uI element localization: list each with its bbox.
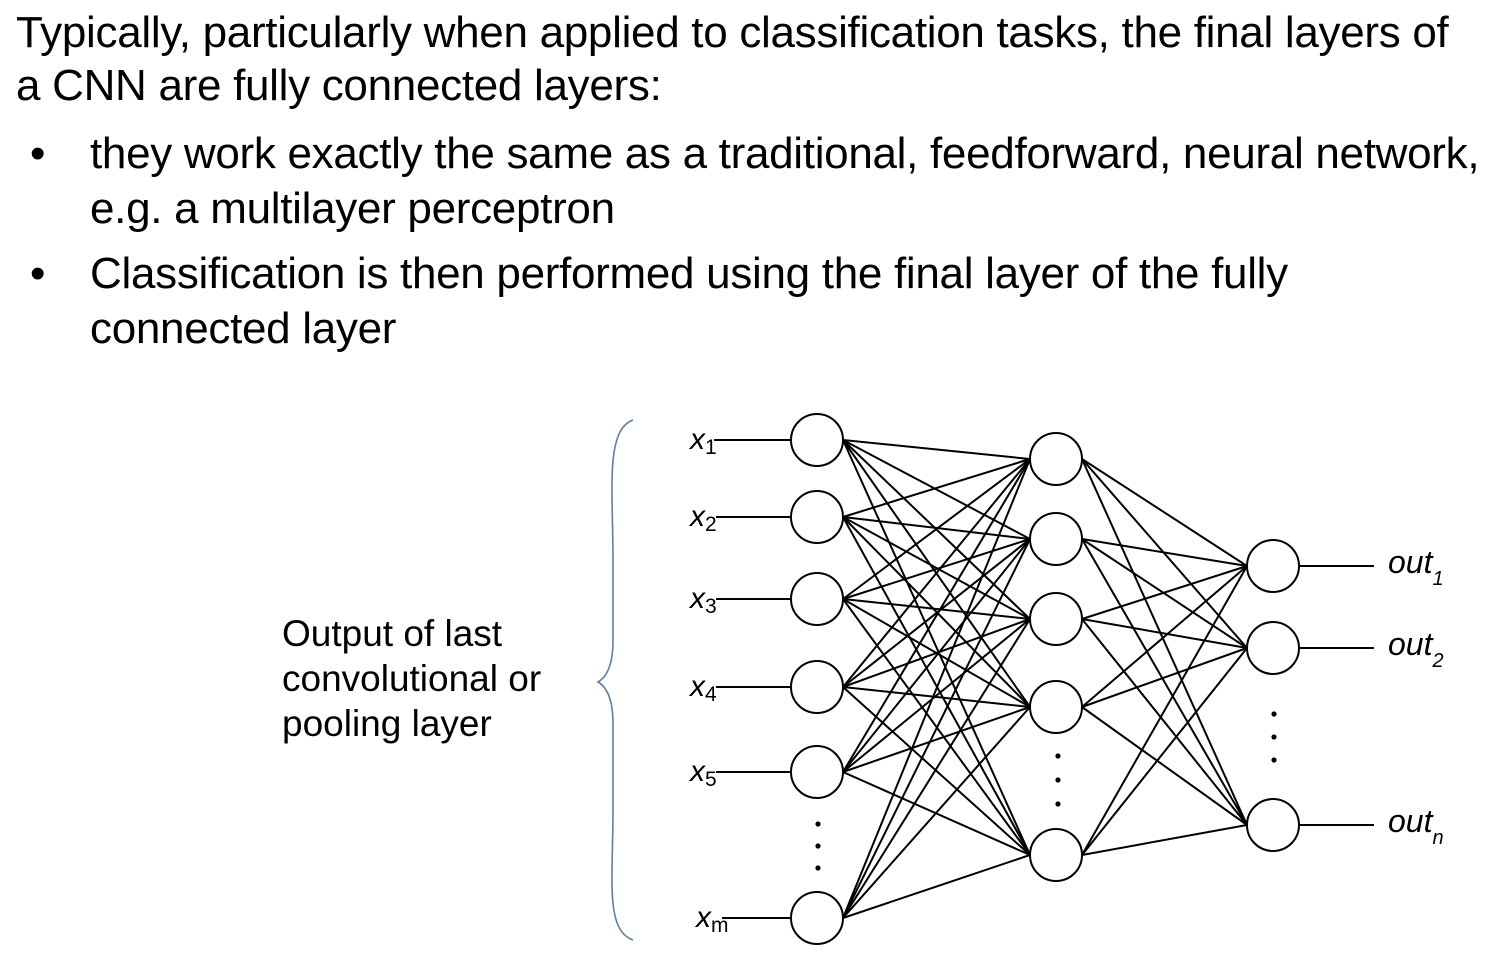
connection-line [842,439,1031,540]
connection-line [1081,706,1248,826]
connection-line [1081,538,1248,826]
output-label: outn [1388,803,1444,849]
connection-line [842,538,1031,688]
ellipsis-dot [815,843,821,849]
connection-edges [714,439,1374,919]
input-node [790,660,844,714]
bullet-list: • they work exactly the same as a tradit… [0,126,1480,366]
connection-line [842,538,1031,600]
connection-line [842,686,1031,708]
connection-line [1081,618,1248,826]
connection-line [842,458,1031,773]
connection-line [842,706,1031,773]
connection-line [842,618,1031,919]
input-label: x2 [688,500,717,536]
connection-line [1081,647,1248,708]
hidden-node [1029,592,1083,646]
connection-line [842,439,1031,856]
connection-line [842,458,1031,688]
hidden-node [1029,828,1083,882]
connection-line [842,618,1031,773]
connection-line [1081,647,1248,856]
connection-line [842,538,1031,919]
connection-line [1081,565,1248,620]
connection-line [1081,458,1248,567]
connection-line [842,686,1031,856]
bullet-dot-icon: • [30,129,46,178]
output-node [1246,798,1300,852]
connection-line [1081,618,1248,649]
connection-line [842,618,1031,688]
output-label: out1 [1388,544,1444,590]
network-labels: x1 x2 x3 x4 x5 xm out1 out2 outn [688,423,1444,937]
output-node [1246,539,1300,593]
output-node [1246,621,1300,675]
connection-line [842,598,1031,620]
ellipsis-dot [1271,711,1277,717]
connection-line [1081,538,1248,567]
bullet-text: they work exactly the same as a traditio… [90,129,1480,233]
input-node [790,490,844,544]
ellipsis-dot [1271,757,1277,763]
bullet-item: • Classification is then performed using… [0,246,1480,356]
ellipsis-dot [1055,753,1061,759]
output-label: out2 [1388,626,1444,672]
ellipsis-dot [815,821,821,827]
connection-line [1081,458,1248,826]
hidden-node [1029,432,1083,486]
connection-line [1081,565,1248,708]
ellipsis-dot [815,865,821,871]
ellipsis-dot [1055,777,1061,783]
bullet-item: • they work exactly the same as a tradit… [0,126,1480,236]
curly-brace [596,419,634,941]
connection-line [842,706,1031,919]
input-node [790,745,844,799]
ellipsis-dot [1271,734,1277,740]
input-label: x1 [688,423,717,459]
connection-line [842,458,1031,518]
input-label: x3 [688,582,717,618]
hidden-node [1029,680,1083,734]
input-node [790,413,844,467]
connection-line [1081,824,1248,856]
connection-line [842,458,1031,919]
bullet-text: Classification is then performed using t… [90,249,1288,353]
input-node [790,891,844,945]
connection-line [842,538,1031,773]
bullet-dot-icon: • [30,249,46,298]
input-label: x5 [688,755,717,791]
connection-line [1081,565,1248,856]
connection-line [842,458,1031,600]
intro-paragraph: Typically, particularly when applied to … [16,8,1449,110]
ellipsis-dot [1055,801,1061,807]
input-node [790,572,844,626]
hidden-node [1029,512,1083,566]
input-label: xm [694,901,729,937]
network-nodes [790,413,1300,945]
input-label: x4 [688,670,717,706]
connection-line [842,854,1031,919]
connection-line [842,439,1031,460]
